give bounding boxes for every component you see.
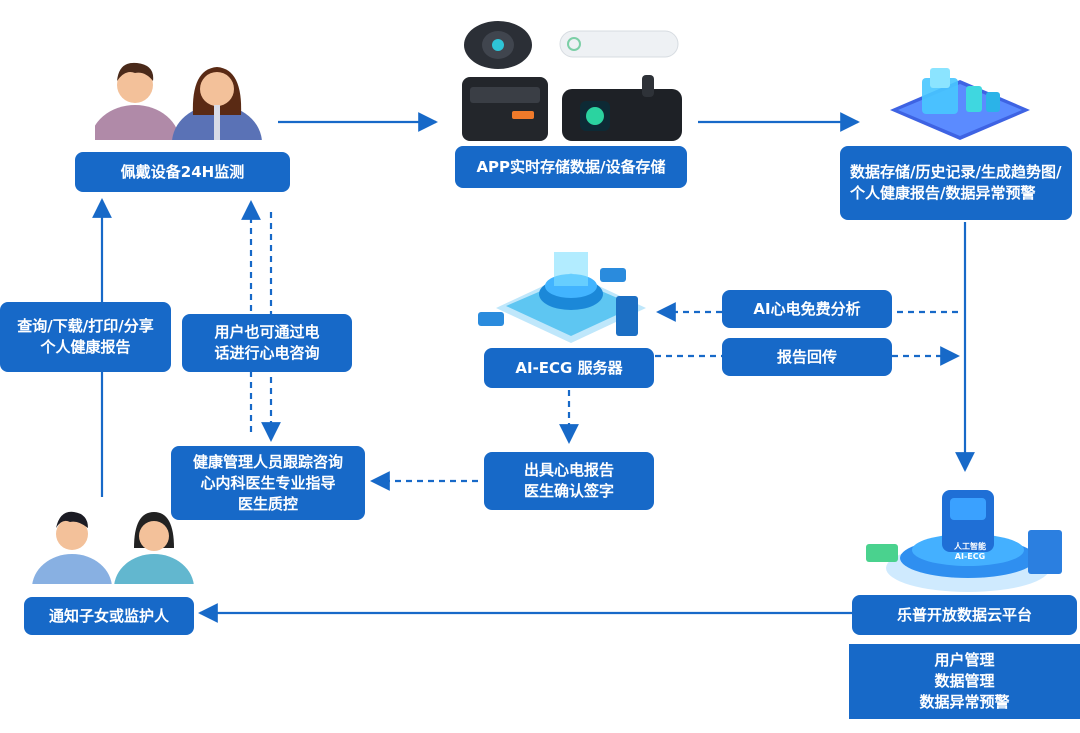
cloud-ai-illustration: 人工智能 AI-ECG xyxy=(860,472,1075,594)
app-storage-box: APP实时存储数据/设备存储 xyxy=(455,146,687,188)
cloud-platform-box: 乐普开放数据云平台 xyxy=(852,595,1077,635)
ai-analysis-box: AI心电免费分析 xyxy=(722,290,892,328)
ai-ecg-server-box: AI-ECG 服务器 xyxy=(484,348,654,388)
cloud-ai-graphic xyxy=(866,490,1062,592)
query-report-box: 查询/下载/打印/分享 个人健康报告 xyxy=(0,302,171,372)
platform-features-box: 用户管理 数据管理 数据异常预警 xyxy=(849,644,1080,719)
health-mgmt-box: 健康管理人员跟踪咨询 心内科医生专业指导 医生质控 xyxy=(171,446,365,520)
data-storage-box: 数据存储/历史记录/生成趋势图/个人健康报告/数据异常预警 xyxy=(840,146,1072,220)
report-return-box: 报告回传 xyxy=(722,338,892,376)
couple-illustration-bottom xyxy=(32,511,194,584)
ai-chip-label: 人工智能 AI-ECG xyxy=(954,542,986,561)
phone-data-illustration xyxy=(890,68,1030,140)
ai-server-illustration xyxy=(478,252,646,343)
wear-device-box: 佩戴设备24H监测 xyxy=(75,152,290,192)
phone-consult-box: 用户也可通过电 话进行心电咨询 xyxy=(182,314,352,372)
couple-illustration-top xyxy=(95,62,262,140)
issue-report-box: 出具心电报告 医生确认签字 xyxy=(484,452,654,510)
notify-family-box: 通知子女或监护人 xyxy=(24,597,194,635)
devices-illustration xyxy=(462,21,682,141)
